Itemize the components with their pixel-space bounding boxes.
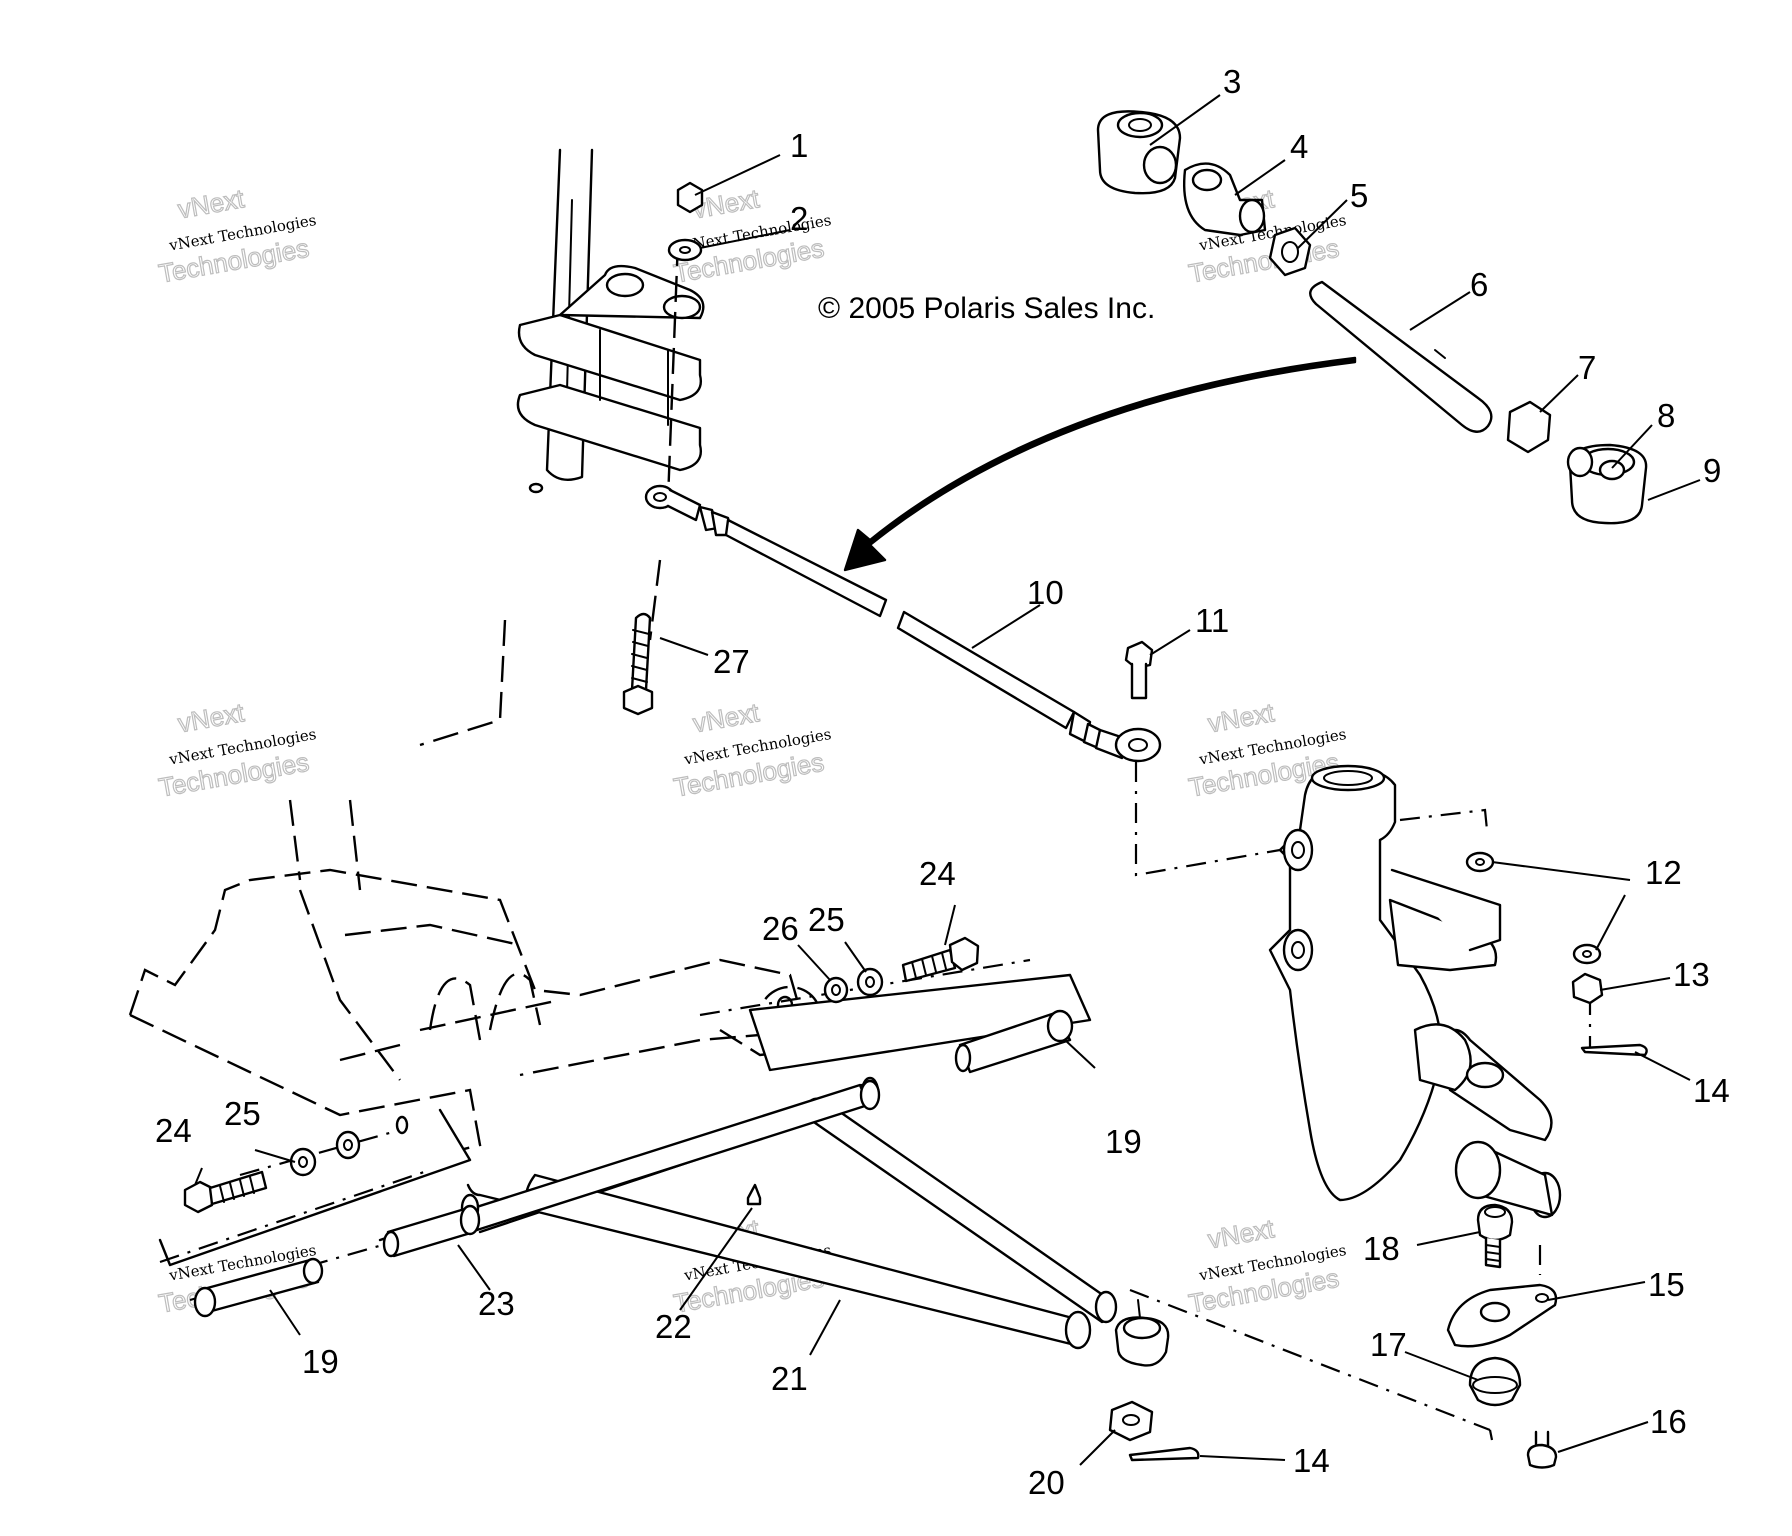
pivot-tube-19-right: [954, 1009, 1074, 1074]
bolt-16: [1526, 1430, 1558, 1469]
callout-9: 9: [1703, 452, 1721, 489]
tie-rod-tube-6: [1309, 280, 1493, 433]
callout-19-left: 19: [302, 1343, 339, 1380]
callout-20: 20: [1028, 1464, 1065, 1501]
callout-16: 16: [1650, 1403, 1687, 1440]
pivot-tube-19-dashline: [189, 1238, 401, 1302]
watermark: vNext vNext Technologies Technologies: [671, 697, 833, 804]
callout-15: 15: [1648, 1266, 1685, 1303]
upper-stud-1: [676, 181, 704, 214]
svg-text:vNext: vNext: [1206, 697, 1277, 738]
jam-nut-5: [1268, 226, 1312, 277]
watermark-layer: vNext vNext Technologies Technologies vN…: [156, 183, 1348, 1320]
callout-6: 6: [1470, 266, 1488, 303]
bolt-24-left: [183, 1170, 268, 1214]
callout-8: 8: [1657, 397, 1675, 434]
callout-3: 3: [1223, 63, 1241, 100]
callout-27: 27: [713, 643, 750, 680]
bolt-18: [1476, 1203, 1514, 1269]
callout-10: 10: [1027, 574, 1064, 611]
callout-17: 17: [1370, 1326, 1407, 1363]
tie-rod-spindle-dashline: [1134, 762, 1281, 877]
nut-20: [1108, 1400, 1154, 1442]
watermark: vNext vNext Technologies Technologies: [156, 183, 318, 290]
ball-joint-dashline: [1488, 1245, 1542, 1441]
callout-labels: 1 2 3 4 5 6 7 8 9 10 11 12 13 14 15 16 1…: [155, 63, 1730, 1501]
callout-11: 11: [1195, 602, 1229, 639]
washer-12-upper: [1465, 851, 1495, 873]
bushing-8: [1566, 446, 1626, 481]
washer-12-lower: [1572, 943, 1602, 965]
pivot-tube-19-left: [193, 1257, 324, 1318]
callout-12: 12: [1645, 854, 1682, 891]
rod-end-bearing-3: [1096, 110, 1182, 195]
ball-joint-plate-15: [1446, 1283, 1558, 1348]
nut-13: [1571, 972, 1604, 1005]
bracket-stud-dashline: [419, 239, 680, 747]
callout-21: 21: [771, 1360, 808, 1397]
ball-joint-housing-a-arm: [1114, 1299, 1170, 1367]
callout-25-left: 25: [224, 1095, 261, 1132]
callout-4: 4: [1290, 128, 1308, 165]
callout-22: 22: [655, 1308, 692, 1345]
steering-bracket: [516, 264, 705, 472]
a-arm-21: [378, 1076, 1118, 1350]
callout-13: 13: [1673, 956, 1710, 993]
frame-hole: [395, 1115, 409, 1135]
washer-26: [823, 976, 849, 1004]
a-arm-pivot-dashline-front: [159, 1168, 431, 1264]
callout-25-right: 25: [808, 901, 845, 938]
callout-2: 2: [790, 200, 808, 237]
copyright-text: © 2005 Polaris Sales Inc.: [818, 292, 1155, 325]
jam-nut-7: [1506, 400, 1552, 454]
direction-arrow: [843, 356, 1357, 572]
bushing-23: [382, 1204, 481, 1258]
bolt-24-right: [901, 936, 980, 983]
steering-spindle: [1268, 764, 1562, 1219]
ball-joint-17: [1468, 1356, 1522, 1407]
washer-2: [667, 238, 703, 262]
bolt-24-dashline-left: [239, 1128, 401, 1177]
watermark: vNext vNext Technologies Technologies: [156, 697, 318, 804]
callout-23: 23: [478, 1285, 515, 1322]
washer-25-right: [856, 967, 884, 997]
svg-text:vNext: vNext: [176, 697, 247, 738]
callout-18: 18: [1363, 1230, 1400, 1267]
svg-text:vNext: vNext: [176, 183, 247, 224]
callout-5: 5: [1350, 177, 1368, 214]
callout-7: 7: [1578, 349, 1596, 386]
callout-14-lower: 14: [1293, 1442, 1330, 1479]
callout-24-right: 24: [919, 855, 956, 892]
callout-26: 26: [762, 910, 799, 947]
cotter-pin-14-upper: [1580, 1043, 1648, 1057]
callout-14-upper: 14: [1693, 1072, 1730, 1109]
tie-rod-assembly-10: [644, 484, 1162, 763]
leader-lines: [194, 94, 1701, 1466]
callout-1: 1: [790, 127, 808, 164]
a-arm-ball-joint-dashline: [1129, 1288, 1491, 1432]
svg-text:vNext: vNext: [1206, 1213, 1277, 1254]
svg-text:vNext: vNext: [691, 697, 762, 738]
washer-left-2: [335, 1130, 361, 1160]
rod-end-4: [1183, 162, 1267, 237]
bolt-27: [622, 612, 654, 716]
watermark: vNext vNext Technologies Technologies: [1186, 1213, 1348, 1320]
frame-dashline: [288, 799, 362, 891]
spindle-steering-arm-dashline: [1399, 808, 1489, 831]
callout-24-left: 24: [155, 1112, 192, 1149]
cotter-pin-14-lower: [1128, 1446, 1200, 1462]
bolt-11: [1124, 640, 1154, 700]
frame-mount-bracket-rear: [158, 973, 1092, 1267]
callout-19-right: 19: [1105, 1123, 1142, 1160]
washer-25-left: [289, 1147, 317, 1177]
